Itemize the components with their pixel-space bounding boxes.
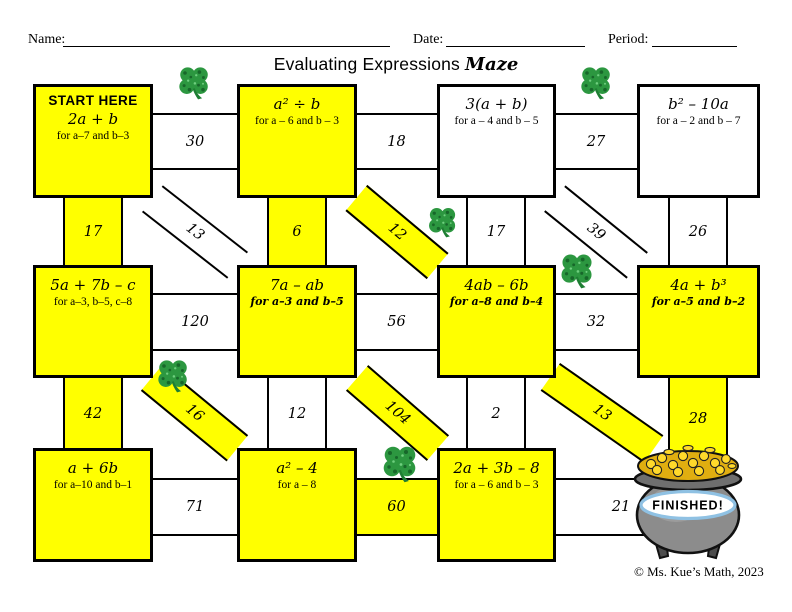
name-label: Name: — [28, 32, 66, 47]
shamrock-icon — [176, 64, 212, 100]
expression-text: 5a + 7b – c — [50, 276, 136, 294]
maze-corridor-v: 42 — [63, 375, 123, 452]
answer-number: 28 — [688, 411, 708, 427]
answer-number: 39 — [583, 219, 609, 244]
maze-corridor-v: 17 — [63, 195, 123, 269]
expression-box-r3c3: 2a + 3b – 8 for a – 6 and b – 3 — [437, 448, 556, 562]
pot-of-gold: FINISHED! — [633, 444, 743, 560]
expression-text: a + 6b — [67, 459, 119, 477]
maze-corridor-v: 12 — [267, 375, 327, 452]
answer-number: 26 — [688, 224, 708, 240]
condition-text: for a–5 and b–2 — [651, 295, 746, 308]
start-here-label: START HERE — [48, 93, 138, 108]
maze-corridor-v: 17 — [466, 195, 526, 269]
answer-number: 21 — [611, 499, 631, 515]
maze-corridor-h: 18 — [352, 113, 441, 170]
answer-number: 12 — [287, 405, 307, 422]
expression-text: a² – 4 — [276, 459, 318, 477]
condition-text: for a – 6 and b – 3 — [454, 479, 539, 491]
maze-corridor-h: 60 — [352, 478, 441, 536]
maze-corridor-v: 28 — [668, 375, 728, 463]
maze-corridor-h: 56 — [352, 293, 441, 351]
period-label: Period: — [608, 32, 649, 47]
condition-text: for a–8 and b–4 — [449, 295, 544, 308]
expression-text: 2a + b — [67, 110, 119, 128]
expression-text: a² ÷ b — [273, 95, 321, 113]
expression-box-r3c1: a + 6b for a–10 and b–1 — [33, 448, 153, 562]
answer-number: 17 — [486, 224, 506, 240]
expression-box-r1c3: 3(a + b) for a – 4 and b – 5 — [437, 84, 556, 198]
answer-number: 18 — [387, 133, 406, 150]
condition-text: for a – 4 and b – 5 — [454, 115, 539, 127]
copyright-credit: © Ms. Kue’s Math, 2023 — [634, 564, 764, 579]
maze-corridor-v: 26 — [668, 195, 728, 269]
expression-box-r1c4: b² – 10a for a – 2 and b – 7 — [637, 84, 760, 198]
expression-text: 3(a + b) — [465, 95, 528, 113]
maze-corridor-h: 30 — [149, 113, 241, 170]
shamrock-icon — [155, 357, 191, 393]
expression-text: 2a + 3b – 8 — [453, 459, 540, 477]
shamrock-icon — [558, 251, 596, 289]
expression-box-r2c1: 5a + 7b – c for a–3, b–5, c–8 — [33, 265, 153, 378]
expression-text: 4ab – 6b — [464, 276, 529, 294]
maze-corridor-d: 13 — [141, 184, 248, 279]
condition-text: for a–7 and b–3 — [56, 130, 130, 142]
title-main: Evaluating Expressions — [273, 54, 461, 74]
name-blank-line — [63, 46, 390, 47]
expression-box-r3c2: a² – 4 for a – 8 — [237, 448, 357, 562]
maze-corridor-v: 6 — [267, 195, 327, 269]
answer-number: 42 — [83, 405, 103, 422]
expression-text: 7a – ab — [269, 276, 325, 294]
condition-text: for a–10 and b–1 — [53, 479, 133, 491]
maze-corridor-h: 120 — [149, 293, 241, 351]
condition-text: for a–3 and b–5 — [250, 295, 344, 308]
answer-number: 12 — [384, 219, 410, 244]
period-blank-line — [652, 46, 737, 47]
date-blank-line — [446, 46, 585, 47]
answer-number: 71 — [185, 499, 205, 515]
answer-number: 16 — [182, 400, 207, 426]
shamrock-icon — [578, 64, 614, 100]
condition-text: for a – 2 and b – 7 — [656, 115, 741, 127]
answer-number: 27 — [586, 133, 606, 150]
maze-corridor-h: 71 — [149, 478, 241, 536]
answer-number: 32 — [586, 314, 606, 330]
expression-box-r1c1: START HERE 2a + b for a–7 and b–3 — [33, 84, 153, 198]
date-label: Date: — [413, 32, 444, 47]
answer-number: 56 — [387, 314, 406, 330]
expression-text: b² – 10a — [668, 95, 729, 113]
answer-number: 104 — [381, 397, 413, 429]
maze-corridor-h: 32 — [551, 293, 641, 351]
maze-corridor-h: 27 — [551, 113, 641, 170]
finished-label: FINISHED! — [652, 499, 724, 513]
answer-number: 6 — [292, 224, 302, 240]
answer-number: 120 — [181, 314, 209, 330]
answer-number: 60 — [387, 499, 406, 515]
expression-text: 4a + b³ — [670, 276, 727, 294]
expression-box-r1c2: a² ÷ b for a – 6 and b – 3 — [237, 84, 357, 198]
answer-number: 2 — [491, 405, 501, 422]
answer-number: 13 — [589, 401, 615, 425]
title-script: Maze — [465, 54, 519, 75]
answer-number: 17 — [83, 224, 103, 240]
answer-number: 13 — [182, 219, 207, 244]
shamrock-icon — [380, 443, 420, 483]
maze-corridor-v: 2 — [466, 375, 526, 452]
condition-text: for a – 6 and b – 3 — [255, 115, 339, 127]
condition-text: for a–3, b–5, c–8 — [53, 296, 133, 308]
condition-text: for a – 8 — [277, 479, 317, 491]
shamrock-icon — [426, 205, 459, 238]
answer-number: 30 — [185, 133, 205, 150]
